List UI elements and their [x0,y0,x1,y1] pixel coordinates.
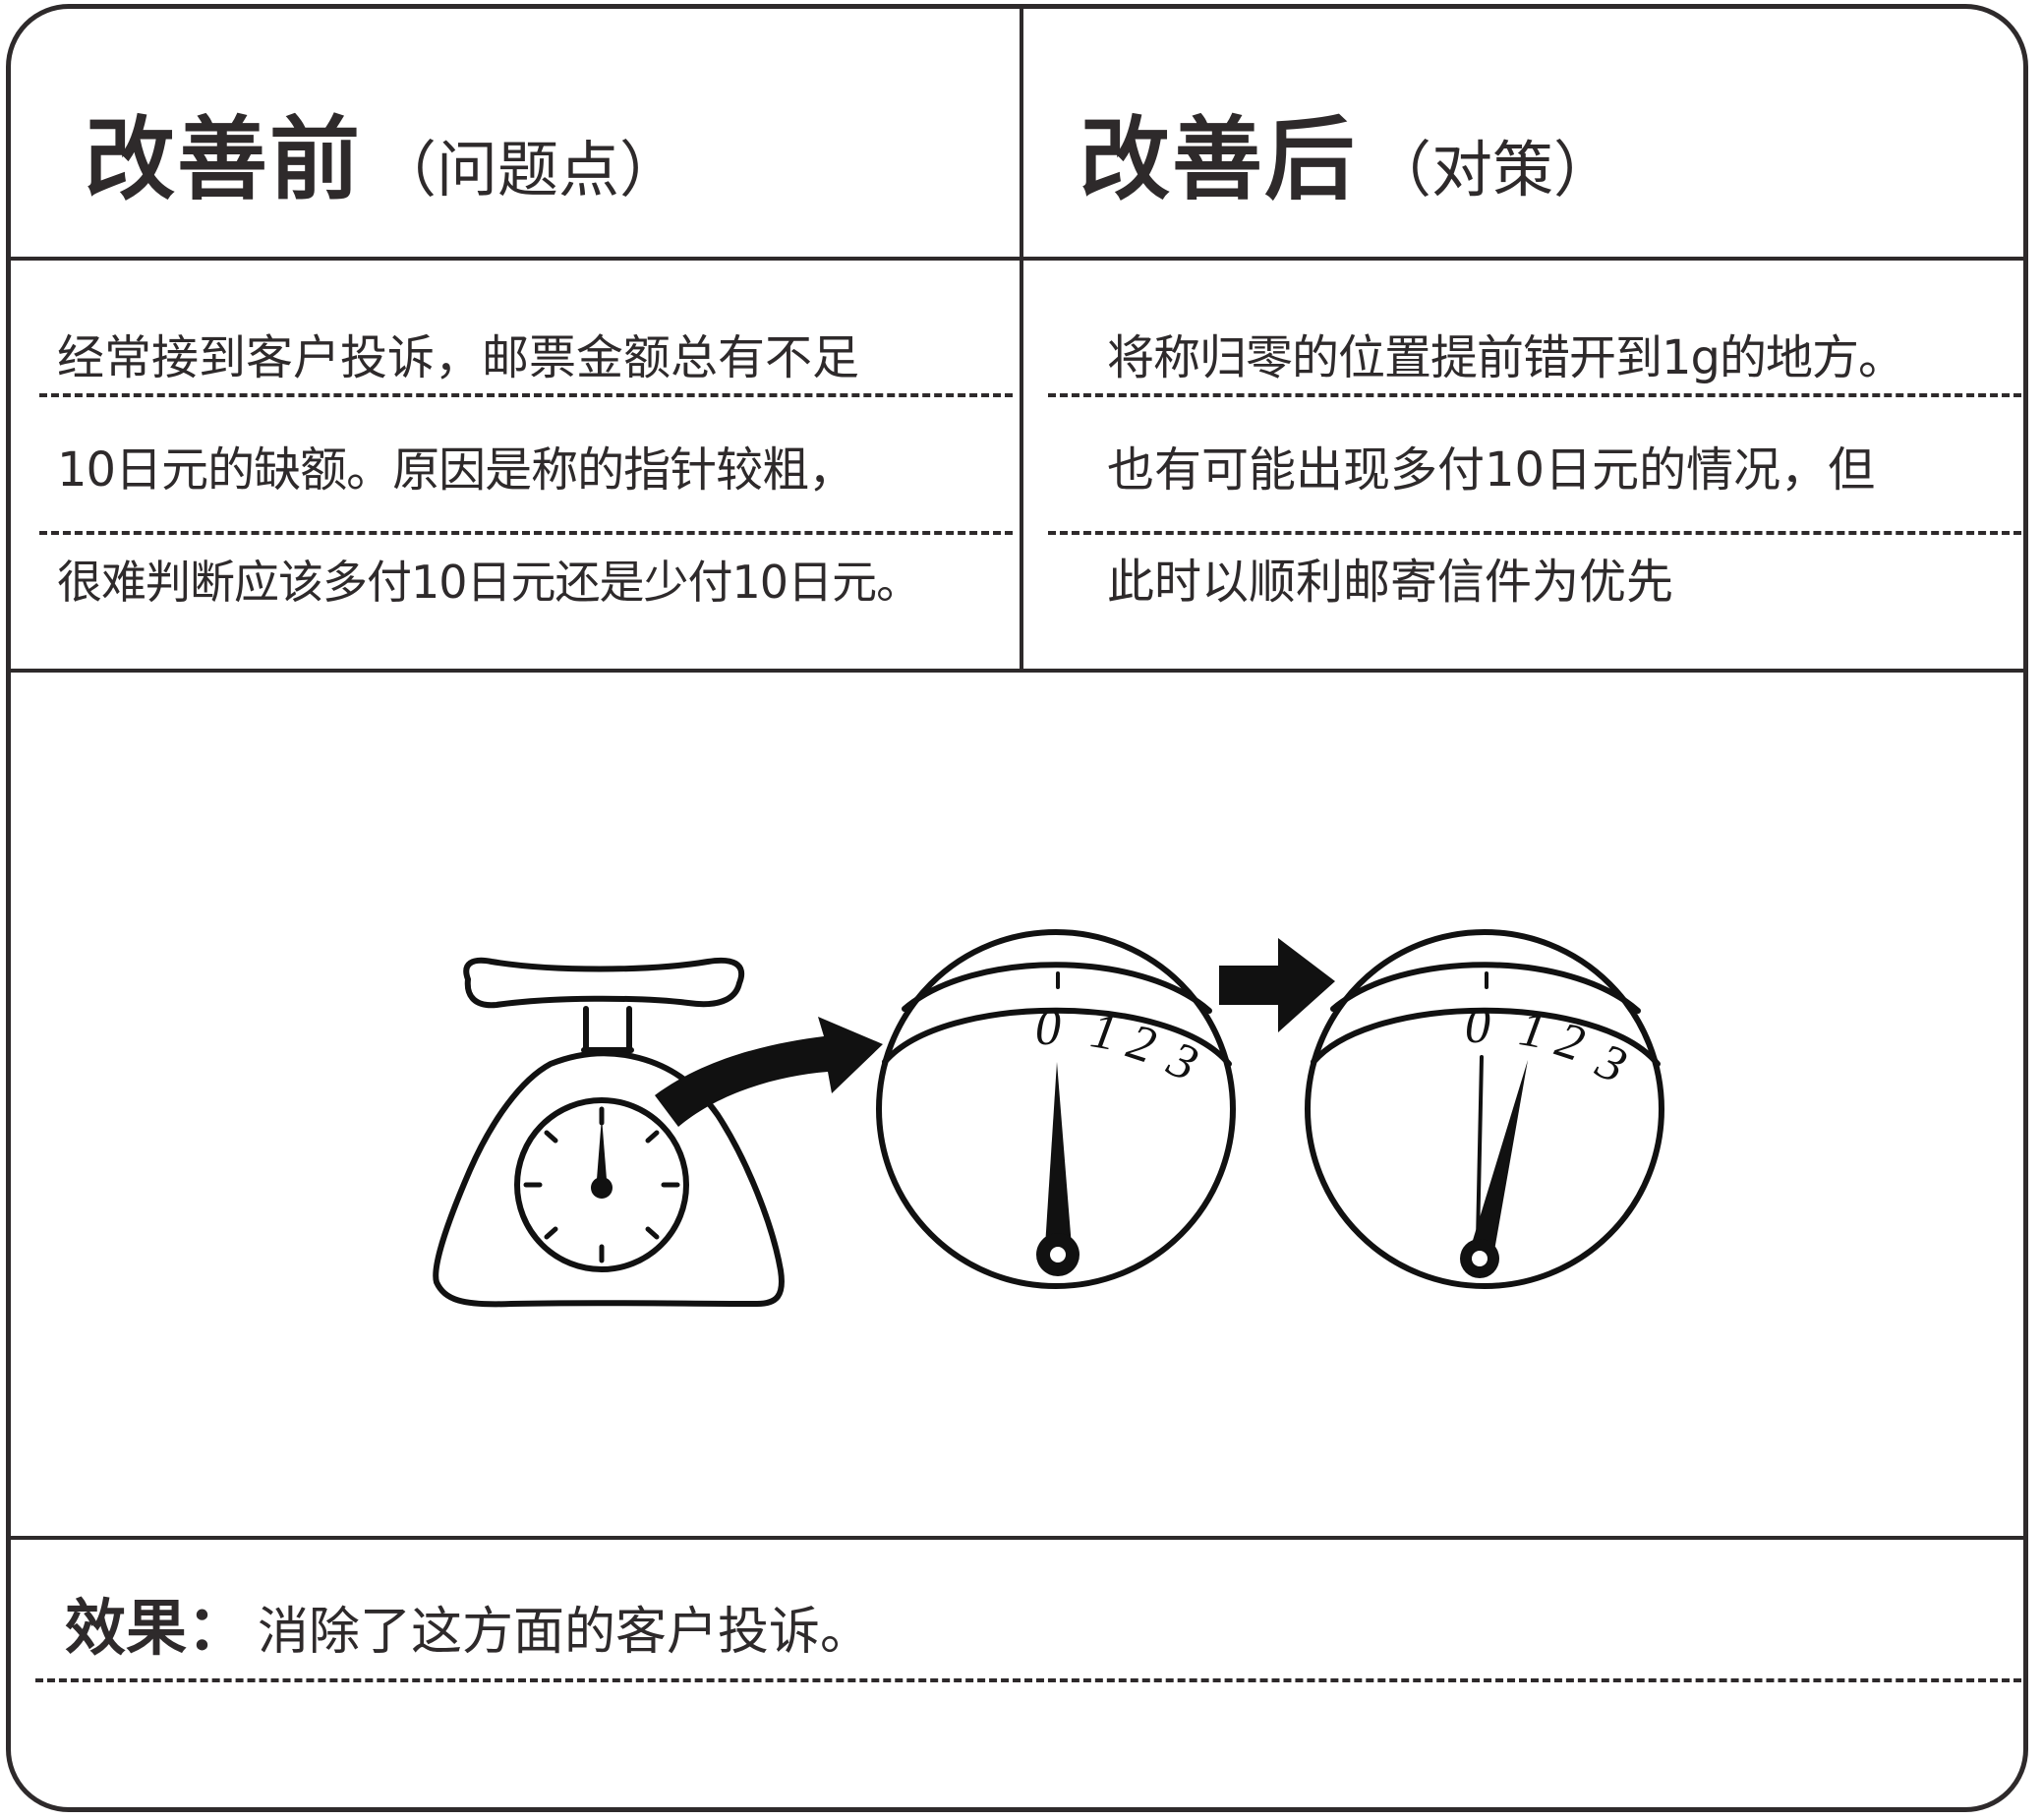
dial2-label-2: 2 [1549,1012,1591,1073]
before-subtitle: （问题点） [376,134,681,205]
header-divider [8,257,2028,261]
dial2-label-0: 0 [1465,998,1490,1054]
thin-needle-icon [1471,1060,1528,1251]
dial2-label-3: 3 [1588,1032,1635,1094]
effect-rule [35,1678,2021,1682]
dial1-label-2: 2 [1121,1014,1162,1075]
dial-after-icon [1305,929,1664,1289]
effect-row: 效果： 消除了这方面的客户投诉。 [65,1578,871,1667]
before-title: 改善前 [85,107,363,212]
before-line-1: 经常接到客户投诉，邮票金额总有不足 [57,330,860,385]
effect-label: 效果： [65,1592,249,1664]
kitchen-scale-icon [433,957,785,1308]
before-line-1-rule [39,393,1013,397]
dial1-label-0: 0 [1035,1000,1061,1056]
after-line-1: 将称归零的位置提前错开到1g的地方。 [1107,330,1905,385]
after-line-2: 也有可能出现多付10日元的情况，但 [1107,442,1876,498]
column-divider [1020,8,1023,671]
effect-text: 消除了这方面的客户投诉。 [258,1603,872,1662]
after-header: 改善后 （对策） [1079,87,1614,217]
straight-arrow-icon [1219,938,1335,1032]
dial1-label-3: 3 [1159,1030,1206,1092]
scale-needle-icon [596,1117,608,1192]
curved-arrow-icon [655,1017,883,1127]
after-title: 改善后 [1079,107,1358,212]
text-divider [8,669,2028,673]
after-line-2-rule [1048,531,2021,535]
thick-needle-icon [1045,1062,1072,1247]
illustration-divider [8,1536,2028,1540]
before-line-2: 10日元的缺额。原因是称的指针较粗， [57,442,855,498]
after-line-1-rule [1048,393,2021,397]
after-subtitle: （对策） [1371,134,1615,205]
dial-before-icon [876,929,1236,1289]
before-line-2-rule [39,531,1013,535]
before-header: 改善前 （问题点） [85,87,680,217]
after-line-3: 此时以顺利邮寄信件为优先 [1107,555,1674,610]
card-frame [6,4,2028,1812]
before-line-3: 很难判断应该多付10日元还是少付10日元。 [57,556,921,609]
